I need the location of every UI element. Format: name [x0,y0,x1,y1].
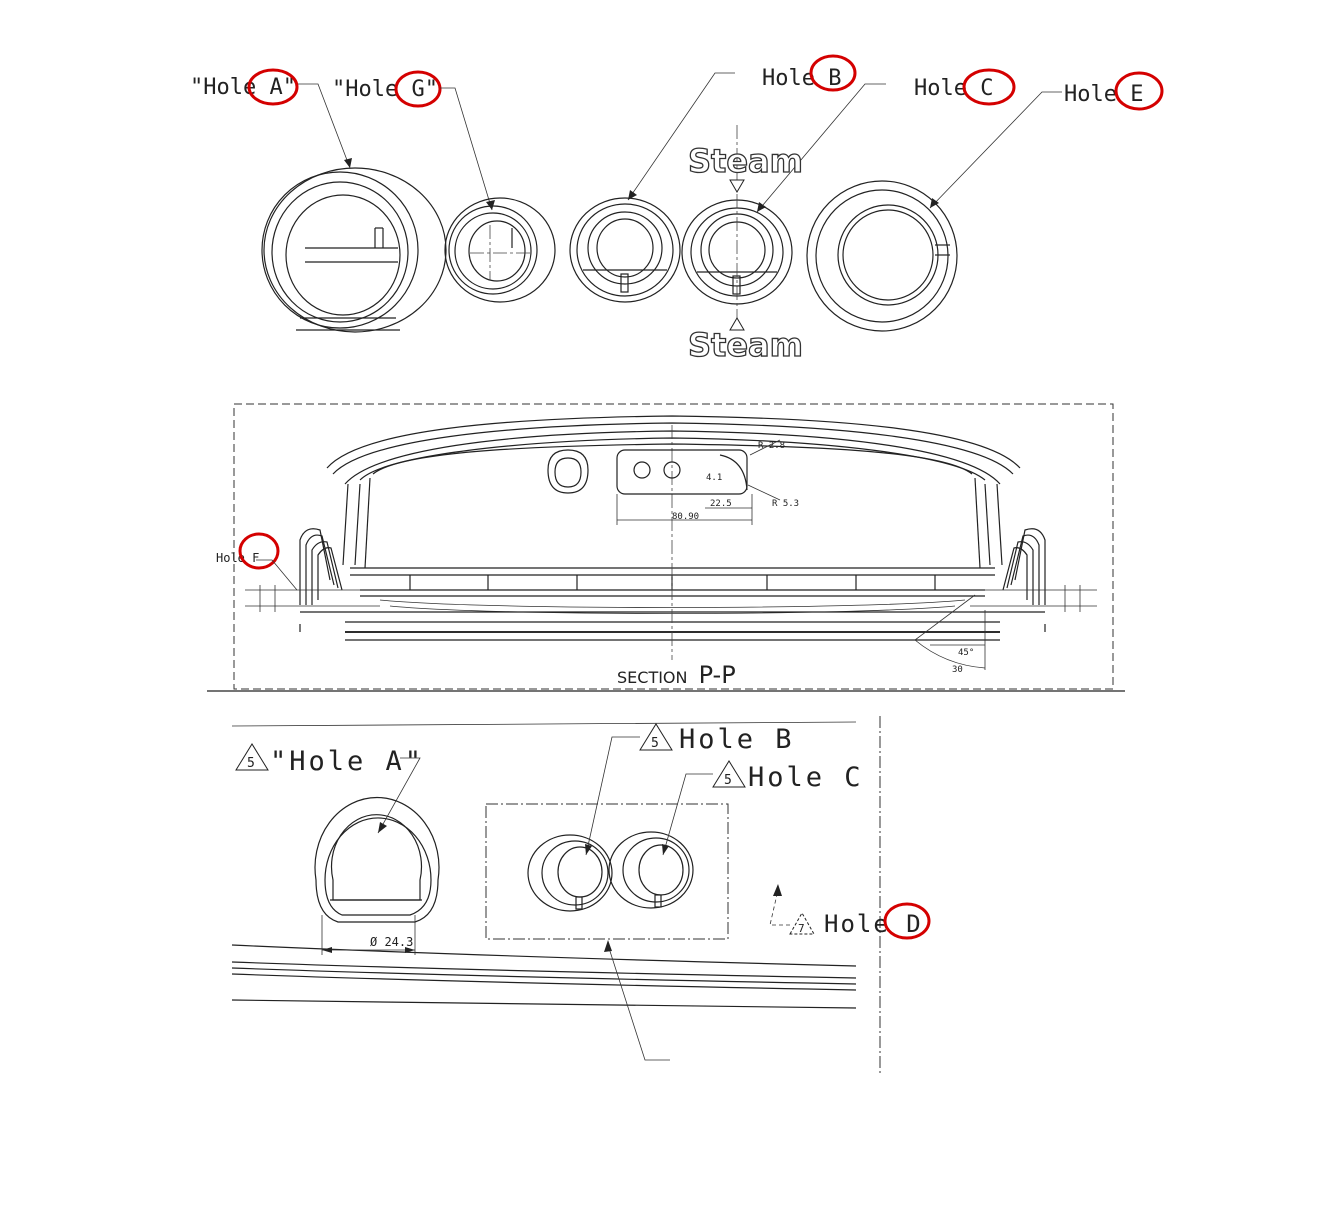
detail-hole-b [527,834,613,912]
detail-label-hole-b: Hole B [679,724,795,755]
rev-mark-b: 5 [651,736,659,751]
label-hole-f: Hole F [216,551,259,565]
detail-label-hole-d: Hole D [824,910,923,938]
rev-mark-d: 7 [798,922,805,935]
detail-view: Ø 24.3 5 "Hole A" 5 Hole B 5 Hole C [231,716,931,1076]
hole-b-view [569,197,681,303]
dim-30: 30 [952,665,963,675]
rev-mark-a: 5 [247,756,255,771]
hole-e-view [806,180,958,332]
section-small-hole [547,449,589,494]
rev-triangle-b [639,723,673,751]
steam-arrow-bottom [729,317,745,331]
detail-hole-c [608,831,694,909]
highlight-hole-f [238,532,280,570]
section-p-p-view: 80.90 22.5 R 2.8 R 5.3 4.1 45° 30 Hole F… [207,403,1125,692]
section-prefix: SECTION [617,668,688,687]
ribs [409,575,936,590]
rev-triangle-d [789,911,815,935]
highlight-hole-a [247,68,299,106]
label-hole-b: Hole B [762,66,841,91]
hole-a-view [261,167,447,333]
highlight-hole-b [809,54,857,92]
steam-label-bottom: Steam [688,326,803,364]
label-hole-g: "Hole G" [332,77,438,102]
dim-41: 4.1 [706,473,722,483]
dim-r53: R 5.3 [772,499,799,509]
rev-triangle-a [235,743,269,771]
rev-mark-c: 5 [724,773,732,788]
highlight-hole-e [1114,71,1164,111]
steam-slot-feature: 80.90 22.5 R 2.8 R 5.3 4.1 [616,439,799,525]
dim-r28: R 2.8 [758,441,785,451]
hole-g-view [444,197,556,303]
steam-arrow-top [729,179,745,193]
detail-label-hole-a: "Hole A" [270,746,424,777]
section-name: P-P [699,661,736,689]
highlight-hole-g [394,70,442,108]
rev-triangle-c [712,760,746,788]
detail-hole-a: Ø 24.3 [314,796,440,955]
steam-label-top: Steam [688,142,803,180]
dim-diameter: Ø 24.3 [370,935,413,949]
label-hole-a: "Hole A" [190,75,296,100]
label-hole-c: Hole C [914,76,993,101]
detail-label-hole-c: Hole C [748,762,864,793]
top-hole-views: "Hole A" "Hole G" Hole B Hole C Hole E [190,54,1164,365]
dim-8090: 80.90 [672,512,699,522]
section-label: SECTION P-P [617,661,736,689]
hole-c-view [681,125,793,331]
highlight-hole-d [883,902,931,940]
highlight-hole-c [962,68,1016,106]
dim-225: 22.5 [710,499,732,509]
label-hole-e: Hole E [1064,82,1143,107]
dim-45: 45° [958,648,974,658]
